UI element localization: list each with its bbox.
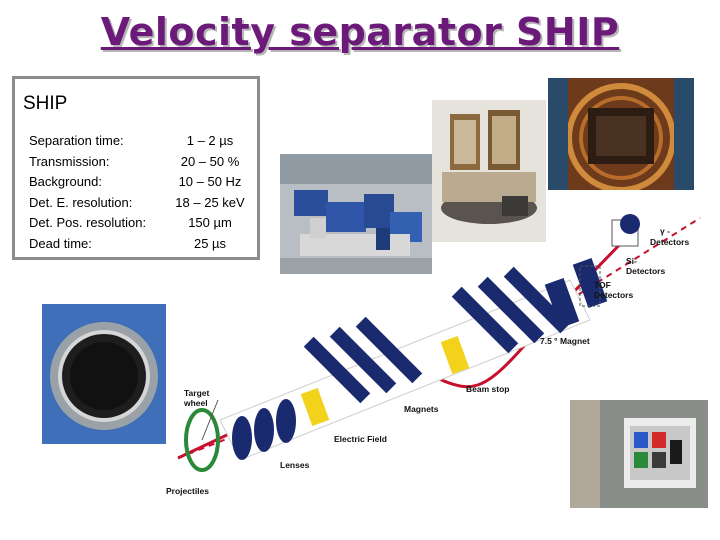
- label-tof-detectors: TOF: [594, 280, 611, 290]
- spec-row: Transmission: 20 – 50 %: [29, 152, 251, 173]
- label-si-detectors-2: Detectors: [626, 266, 665, 276]
- spec-label: Dead time:: [29, 235, 92, 251]
- label-projectiles: Projectiles: [166, 486, 209, 496]
- separator-hall-photo: [280, 154, 432, 274]
- spec-row: Separation time: 1 – 2 µs: [29, 131, 251, 152]
- slide-title: Velocity separator SHIP: [100, 10, 620, 54]
- spec-value: 1 – 2 µs: [186, 133, 234, 148]
- spec-label: Separation time:: [29, 133, 124, 148]
- label-lenses: Lenses: [280, 460, 310, 470]
- spec-value: 25 µs: [193, 235, 227, 251]
- label-target-wheel-2: wheel: [183, 398, 208, 408]
- spec-value: 10 – 50 Hz: [178, 174, 242, 189]
- label-magnet: 7.5 ° Magnet: [540, 336, 590, 346]
- separator-schematic: γ - Detectors Si- Detectors TOF Detector…: [160, 210, 720, 500]
- spec-value: 150 µm: [188, 215, 232, 230]
- label-si-detectors: Si-: [626, 256, 637, 266]
- spec-row: Det. Pos. resolution: 150 µm: [29, 213, 251, 234]
- spec-label: Transmission:: [29, 153, 110, 169]
- label-magnets: Magnets: [404, 404, 439, 414]
- spec-row: Dead time: 25 µs: [29, 234, 251, 255]
- label-electric-field: Electric Field: [334, 434, 387, 444]
- spec-list: Separation time: 1 – 2 µs Transmission: …: [29, 131, 251, 254]
- label-beam-stop: Beam stop: [466, 384, 509, 394]
- spec-label: Background:: [29, 174, 102, 189]
- label-target-wheel: Target: [184, 388, 210, 398]
- detector-chamber-photo: [548, 78, 694, 190]
- spec-row: Det. E. resolution: 18 – 25 keV: [29, 193, 251, 214]
- spec-value: 20 – 50 %: [180, 153, 240, 169]
- label-tof-detectors-2: Detectors: [594, 290, 633, 300]
- spec-row: Background: 10 – 50 Hz: [29, 172, 251, 193]
- spec-value: 18 – 25 keV: [175, 194, 245, 210]
- spec-label: Det. E. resolution:: [29, 194, 133, 210]
- ship-info-box: SHIP Separation time: 1 – 2 µs Transmiss…: [12, 76, 260, 260]
- label-gamma-detectors: γ -: [660, 226, 670, 236]
- detector-electronics-photo: [570, 400, 708, 508]
- detector-mount-photo: [432, 100, 546, 242]
- target-wheel-photo: [42, 304, 166, 444]
- spec-label: Det. Pos. resolution:: [29, 215, 147, 230]
- info-heading: SHIP: [23, 93, 68, 114]
- label-gamma-detectors-2: Detectors: [650, 237, 689, 247]
